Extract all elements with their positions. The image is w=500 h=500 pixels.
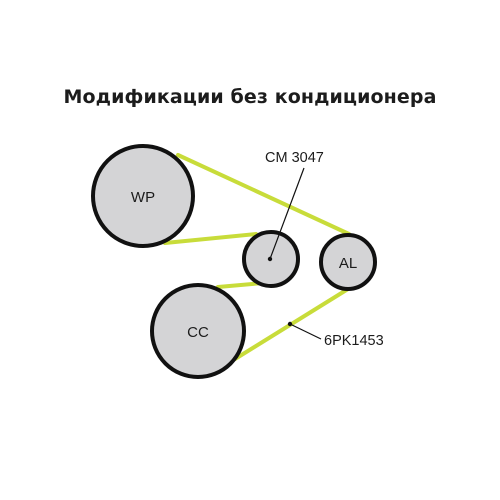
pulley-wp: WP [91,144,195,248]
pulley-tensioner [242,230,300,288]
callout-tensioner-leader [269,167,305,260]
pulley-al: AL [319,233,377,291]
callout-belt-leader [289,323,322,340]
belt-segment-wp-tensioner [163,232,258,245]
pulley-al-label: AL [339,255,357,272]
pulley-cc-label: CC [187,324,209,341]
page-title: Модификации без кондиционера [63,86,437,108]
pulley-al-disc [319,233,377,291]
belt-segment-wp-al [176,153,351,236]
callout-belt-label: 6PK1453 [324,333,384,349]
callout-belt: 6PK1453 [287,321,384,349]
pulley-cc: CC [150,283,246,379]
callout-belt-dot [287,321,293,327]
pulley-cc-disc [150,283,246,379]
pulley-wp-disc [91,144,195,248]
callout-tensioner-label: CM 3047 [265,150,324,166]
pulley-wp-label: WP [131,189,155,206]
belt-segment-tensioner-cc [216,281,265,289]
callout-tensioner: CM 3047 [265,150,324,260]
